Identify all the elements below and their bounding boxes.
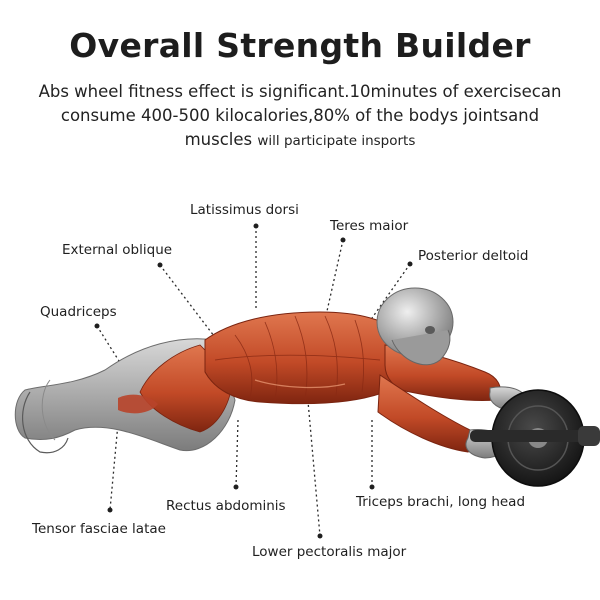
- label-tensor-fasciae-latae: Tensor fasciae latae: [32, 521, 166, 537]
- subtitle-line-3-main: muscles: [184, 130, 253, 149]
- subtitle-line-2: consume 400-500 kilocalories,80% of the …: [60, 106, 540, 125]
- subtitle-line-3-small: will participate insports: [257, 133, 416, 149]
- torso: [204, 311, 407, 405]
- label-quadriceps: Quadriceps: [40, 304, 117, 320]
- head: [376, 287, 454, 366]
- page-title: Overall Strength Builder: [69, 26, 531, 65]
- label-external-oblique: External oblique: [62, 242, 173, 258]
- legs: [14, 338, 236, 454]
- label-rectus-abdominis: Rectus abdominis: [166, 498, 286, 514]
- leader-dots: [94, 223, 413, 539]
- label-posterior-deltoid: Posterior deltoid: [418, 248, 529, 264]
- label-triceps-brachi: Triceps brachi, long head: [356, 494, 526, 510]
- label-latissimus-dorsi: Latissimus dorsi: [190, 202, 299, 218]
- subtitle-line-1: Abs wheel fitness effect is significant.…: [38, 82, 562, 101]
- subtitle-line-3: muscles will participate insports: [0, 130, 600, 149]
- label-lower-pectoralis-major: Lower pectoralis major: [252, 544, 407, 560]
- label-teres-maior: Teres maior: [330, 218, 409, 234]
- ab-wheel: [470, 389, 600, 487]
